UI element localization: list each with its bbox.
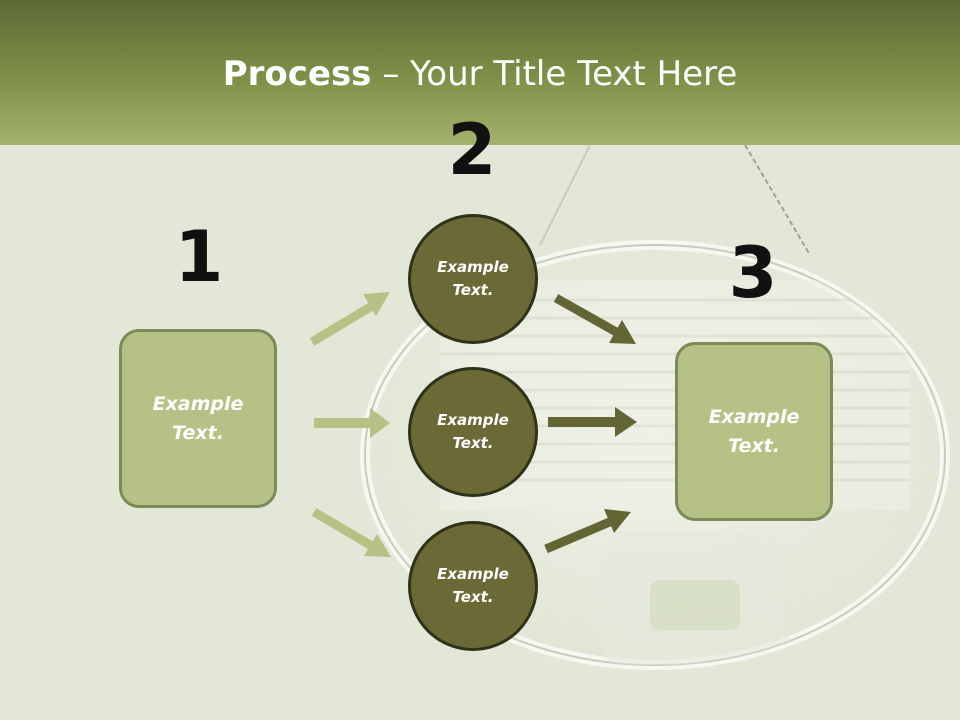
chain-left [539, 144, 591, 246]
process-box-left-text: Example Text. [152, 392, 244, 444]
title-rest-part: – Your Title Text Here [371, 54, 738, 94]
chain-right [744, 144, 811, 256]
process-circle-middle: Example Text. [408, 367, 538, 497]
arrow-middle-to-right [548, 407, 637, 437]
process-circle-top-text: Example Text. [437, 258, 509, 299]
arrow-left-to-bottom [311, 508, 391, 557]
arrow-top-to-right [553, 294, 636, 344]
arrow-bottom-to-right [544, 509, 631, 554]
title-banner [0, 0, 960, 145]
title-bold-part: Process [222, 54, 372, 94]
step-number-1: 1 [174, 216, 224, 298]
process-circle-bottom-text: Example Text. [437, 565, 509, 606]
step-number-2: 2 [447, 109, 497, 191]
arrow-left-to-middle [314, 408, 390, 438]
process-box-right-text: Example Text. [708, 405, 800, 457]
page-title: Process – Your Title Text Here [0, 52, 960, 96]
process-box-left: Example Text. [119, 329, 277, 508]
process-circle-middle-text: Example Text. [437, 411, 509, 452]
arrow-left-to-top [309, 292, 390, 346]
process-box-right: Example Text. [675, 342, 833, 521]
process-circle-top: Example Text. [408, 214, 538, 344]
step-number-3: 3 [728, 232, 778, 314]
process-circle-bottom: Example Text. [408, 521, 538, 651]
